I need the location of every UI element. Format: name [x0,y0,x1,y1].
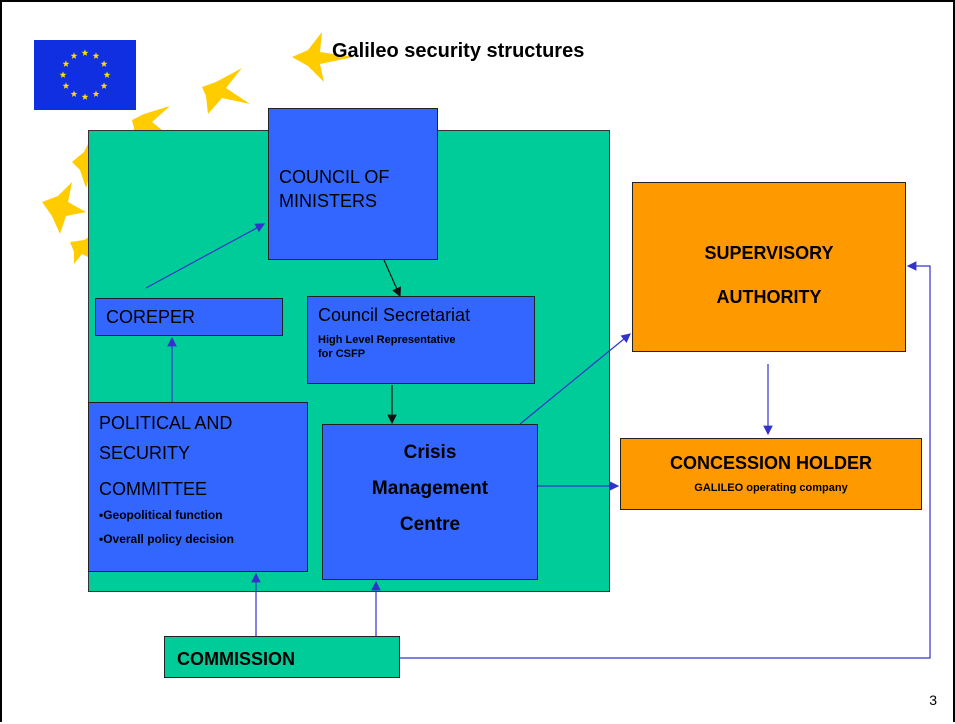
council-secretariat-node: Council Secretariat High Level Represent… [307,296,535,384]
crisis-management-centre-node: Crisis Management Centre [322,424,538,580]
flag-star-icon [59,71,67,78]
council-secretariat-label: Council Secretariat [318,305,471,325]
supervisory-line1: SUPERVISORY [704,243,834,263]
flag-star-icon [62,82,70,89]
council-secretariat-sub1: High Level Representative [318,334,456,346]
flag-star-icon [70,52,78,59]
page-title: Galileo security structures [332,40,585,62]
psc-bullet-2: •Overall policy decision [99,532,234,546]
flag-star-icon [62,60,70,67]
flag-star-icon [70,90,78,97]
psc-line2: SECURITY [99,443,191,463]
psc-line3: COMMITTEE [99,479,207,499]
concession-holder-label: CONCESSION HOLDER [669,453,873,473]
flag-star-icon [81,49,89,56]
flag-star-icon [81,93,89,100]
flag-star-icon [92,52,100,59]
supervisory-line2: AUTHORITY [716,287,822,307]
supervisory-authority-node: SUPERVISORY AUTHORITY [632,182,906,352]
concession-holder-node: CONCESSION HOLDER GALILEO operating comp… [620,438,922,510]
coreper-label: COREPER [106,307,196,327]
cmc-line3: Centre [399,514,461,535]
cmc-line2: Management [371,478,489,499]
coreper-node: COREPER [95,298,283,336]
commission-node: COMMISSION [164,636,400,678]
concession-holder-sub: GALILEO operating company [694,482,848,494]
psc-bullet-1: •Geopolitical function [99,508,223,522]
page-number: 3 [929,692,937,708]
cmc-line1: Crisis [403,442,457,463]
psc-line1: POLITICAL AND [99,413,233,433]
star-icon [42,182,86,234]
flag-star-icon [92,90,100,97]
council-of-ministers-line1: COUNCIL OF [279,167,390,187]
council-of-ministers-node: COUNCIL OF MINISTERS [268,108,438,260]
political-security-committee-node: POLITICAL AND SECURITY COMMITTEE •Geopol… [88,402,308,572]
star-icon [202,68,250,114]
commission-label: COMMISSION [177,649,296,669]
council-secretariat-sub2: for CSFP [318,348,366,360]
flag-star-icon [103,71,111,78]
eu-flag-icon [34,40,136,110]
council-of-ministers-line2: MINISTERS [279,191,378,211]
flag-star-icon [100,60,108,67]
flag-star-icon [100,82,108,89]
